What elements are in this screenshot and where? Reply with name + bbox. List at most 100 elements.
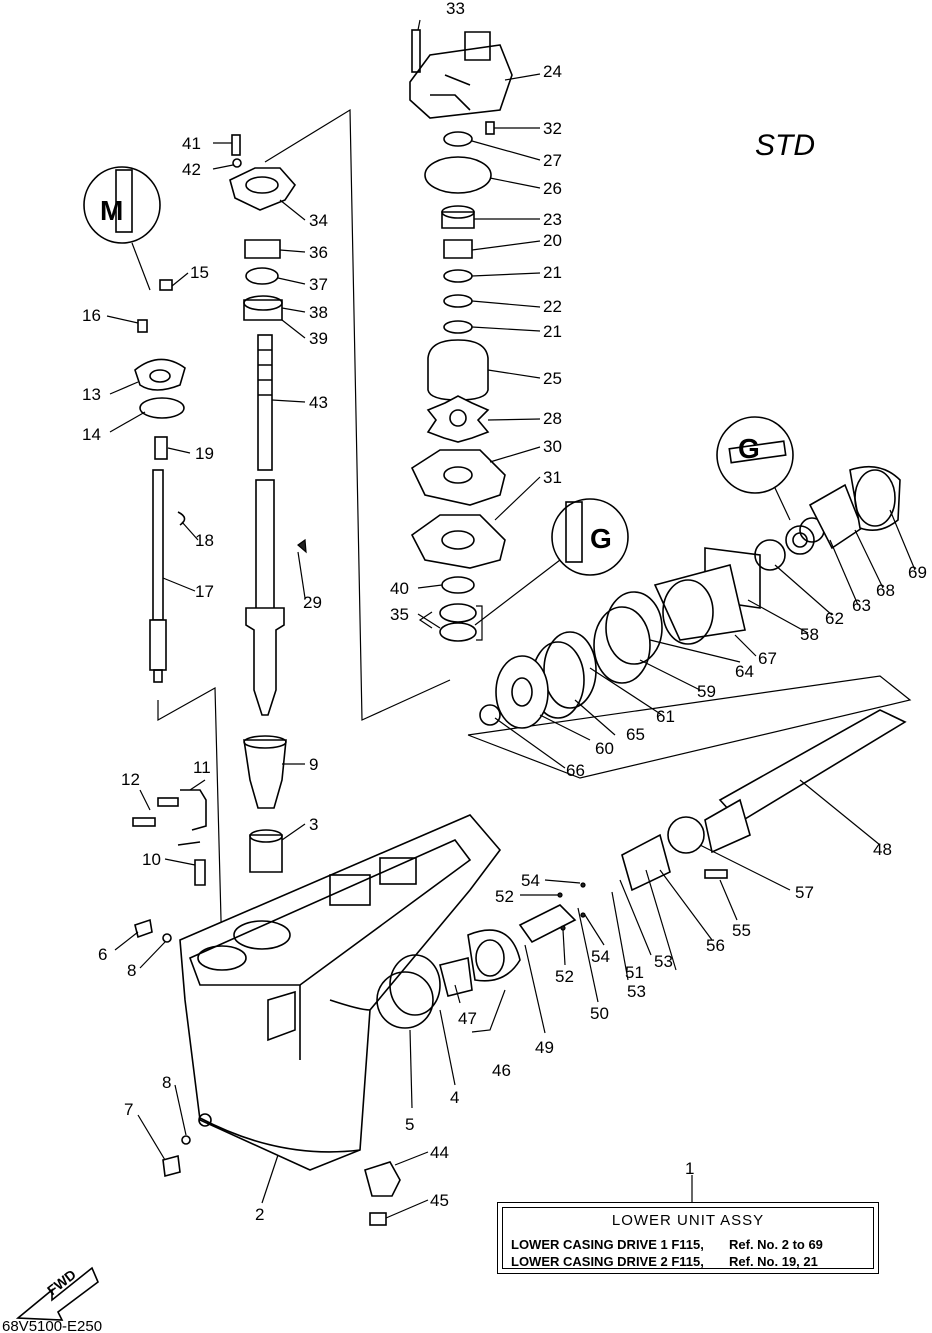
inset-glyph-right: G — [738, 433, 760, 464]
inset-detail-right: G — [716, 416, 794, 521]
callout-10: 10 — [142, 850, 161, 869]
callout-21-lower: 21 — [543, 322, 562, 341]
drive-shaft-housing-parts — [229, 134, 297, 873]
callout-50: 50 — [590, 1004, 609, 1023]
callout-9: 9 — [309, 755, 318, 774]
callout-1: 1 — [685, 1159, 694, 1178]
callout-11: 11 — [193, 758, 211, 777]
callout-4: 4 — [450, 1088, 459, 1107]
callout-48: 48 — [873, 840, 892, 859]
callout-30: 30 — [543, 437, 562, 456]
callout-5: 5 — [405, 1115, 414, 1134]
callout-52-upper: 52 — [495, 887, 514, 906]
callout-28: 28 — [543, 409, 562, 428]
callout-12: 12 — [121, 770, 140, 789]
assembly-info-box: LOWER UNIT ASSY LOWER CASING DRIVE 1 F11… — [497, 1202, 879, 1274]
callout-59: 59 — [697, 682, 716, 701]
callout-49: 49 — [535, 1038, 554, 1057]
callout-44: 44 — [430, 1143, 449, 1162]
callout-43: 43 — [309, 393, 328, 412]
callout-13: 13 — [82, 385, 101, 404]
callout-29: 29 — [303, 593, 322, 612]
callout-27: 27 — [543, 151, 562, 170]
callout-25: 25 — [543, 369, 562, 388]
callout-33: 33 — [446, 0, 465, 18]
callout-35: 35 — [390, 605, 409, 624]
callout-41: 41 — [182, 134, 201, 153]
callout-69: 69 — [908, 563, 927, 582]
callout-19: 19 — [195, 444, 214, 463]
callout-24: 24 — [543, 62, 562, 81]
assembly-row-1: LOWER CASING DRIVE 1 F115, Ref. No. 2 to … — [511, 1237, 823, 1252]
lower-casing — [179, 814, 502, 1171]
callout-26: 26 — [543, 179, 562, 198]
callout-37: 37 — [309, 275, 328, 294]
drive-shaft — [245, 334, 285, 716]
callout-18: 18 — [195, 531, 214, 550]
inset-glyph-left: M — [100, 195, 123, 226]
callout-45: 45 — [430, 1191, 449, 1210]
callout-47: 47 — [458, 1009, 477, 1028]
callout-21-upper: 21 — [543, 263, 562, 282]
shift-parts — [132, 279, 307, 1178]
callout-32: 32 — [543, 119, 562, 138]
callout-46: 46 — [492, 1061, 511, 1080]
callout-54-lower: 54 — [591, 947, 610, 966]
callout-17: 17 — [195, 582, 214, 601]
callout-31: 31 — [543, 468, 562, 487]
callout-6: 6 — [98, 945, 107, 964]
callout-20: 20 — [543, 231, 562, 250]
assembly-info-box-inner: LOWER UNIT ASSY LOWER CASING DRIVE 1 F11… — [502, 1207, 874, 1269]
callout-62: 62 — [825, 609, 844, 628]
callout-2: 2 — [255, 1205, 264, 1224]
std-label: STD — [755, 129, 815, 162]
callout-39: 39 — [309, 329, 328, 348]
callout-15: 15 — [190, 263, 209, 282]
assembly-row-1-label: LOWER CASING DRIVE 1 F115, — [511, 1237, 704, 1252]
callout-68: 68 — [876, 581, 895, 600]
callout-65: 65 — [626, 725, 645, 744]
callout-23: 23 — [543, 210, 562, 229]
callout-54-upper: 54 — [521, 871, 540, 890]
callout-8-upper: 8 — [127, 961, 136, 980]
callout-38: 38 — [309, 303, 328, 322]
callout-57: 57 — [795, 883, 814, 902]
callout-7: 7 — [124, 1100, 133, 1119]
callout-8-lower: 8 — [162, 1073, 171, 1092]
callout-40: 40 — [390, 579, 409, 598]
water-pump-parts — [409, 29, 513, 642]
assembly-title: LOWER UNIT ASSY — [611, 1212, 765, 1229]
callout-56: 56 — [706, 936, 725, 955]
callout-numbers: 1 2 3 4 5 6 7 8 8 9 10 11 12 13 14 15 16… — [82, 0, 927, 1224]
inset-glyph-mid: G — [590, 523, 612, 554]
shift-rod — [149, 469, 167, 683]
callout-51: 51 — [625, 963, 644, 982]
callout-63: 63 — [852, 596, 871, 615]
assembly-row-1-ref: Ref. No. 2 to 69 — [729, 1237, 823, 1252]
callout-55: 55 — [732, 921, 751, 940]
callout-3: 3 — [309, 815, 318, 834]
callout-53-upper: 53 — [654, 952, 673, 971]
callout-60: 60 — [595, 739, 614, 758]
callout-64: 64 — [735, 662, 754, 681]
assembly-row-2: LOWER CASING DRIVE 2 F115, Ref. No. 19, 2… — [511, 1254, 818, 1269]
callout-16: 16 — [82, 306, 101, 325]
leader-lines — [106, 19, 916, 1219]
callout-67: 67 — [758, 649, 777, 668]
gearcase-internals — [364, 465, 907, 1226]
inset-detail-left: M — [83, 166, 161, 291]
assembly-row-2-ref: Ref. No. 19, 21 — [729, 1254, 818, 1269]
callout-42: 42 — [182, 160, 201, 179]
callout-53-lower: 53 — [627, 982, 646, 1001]
fwd-arrow: FWD — [15, 1266, 99, 1321]
callout-34: 34 — [309, 211, 328, 230]
callout-14: 14 — [82, 425, 101, 444]
figure-code: 68V5100-E250 — [2, 1318, 102, 1333]
callout-58: 58 — [800, 625, 819, 644]
assembly-row-2-label: LOWER CASING DRIVE 2 F115, — [511, 1254, 704, 1269]
callout-52-lower: 52 — [555, 967, 574, 986]
callout-22: 22 — [543, 297, 562, 316]
callout-36: 36 — [309, 243, 328, 262]
inset-detail-mid: G — [474, 498, 629, 626]
